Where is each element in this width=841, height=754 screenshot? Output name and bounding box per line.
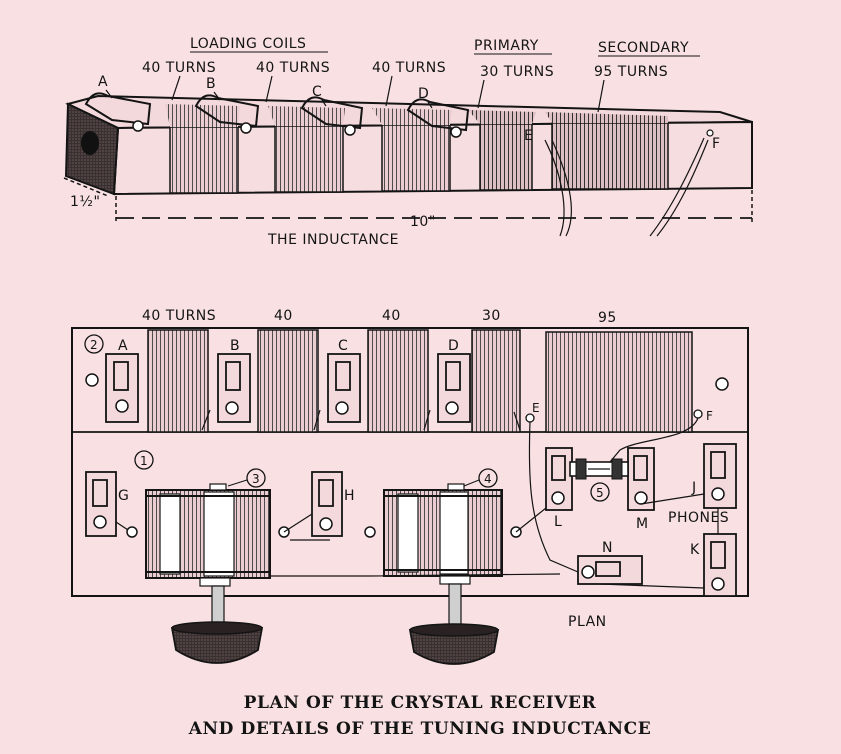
plan-coil-1-turns: 40 TURNS — [142, 308, 216, 324]
loading-coil-b-winding — [274, 125, 344, 193]
clip-d — [406, 98, 470, 138]
clip-c — [300, 96, 364, 136]
plan-label: PLAN — [568, 614, 607, 630]
terminal-f-post — [706, 129, 714, 137]
primary-turns: 30 TURNS — [480, 64, 554, 80]
condenser-2 — [364, 483, 522, 665]
clip-b-letter: B — [206, 76, 216, 92]
loading-coil-c-winding — [381, 124, 451, 192]
coil-a-turns: 40 TURNS — [142, 60, 216, 76]
caption-line-2: AND DETAILS OF THE TUNING INDUCTANCE — [188, 719, 652, 739]
terminal-k — [703, 533, 737, 597]
plan-coil-3 — [367, 329, 429, 433]
loading-coils-label: LOADING COILS — [190, 36, 306, 52]
marker-3: 3 — [227, 468, 266, 488]
plan-coil-primary — [471, 329, 521, 433]
svg-text:3: 3 — [252, 472, 260, 486]
coil-b-turns: 40 TURNS — [256, 60, 330, 76]
lead-f — [649, 137, 709, 237]
plan-coil-primary-turns: 30 — [482, 308, 501, 324]
winding-tops-b — [268, 106, 345, 126]
phones-label: PHONES — [668, 510, 729, 526]
clip-c-letter: C — [312, 84, 322, 100]
plan-drawing — [71, 327, 749, 665]
plan-coil-2 — [257, 329, 319, 433]
secondary-turns: 95 TURNS — [594, 64, 668, 80]
condenser-1 — [126, 483, 290, 664]
terminal-n-label: N — [602, 540, 613, 556]
mount-screw-left — [85, 373, 99, 387]
plan-coil-3-turns: 40 — [382, 308, 401, 324]
plan-coil-secondary — [545, 331, 693, 433]
winding-tops-s — [545, 112, 668, 123]
tap-f-post — [693, 409, 703, 419]
terminal-h — [311, 471, 343, 537]
svg-text:1: 1 — [140, 454, 148, 468]
clip-b — [194, 94, 260, 134]
plan-clip-d-letter: D — [448, 338, 459, 354]
mount-screw-right — [715, 377, 729, 391]
tap-e-post — [525, 413, 535, 423]
marker-1: 1 — [134, 450, 154, 470]
label-pointers — [105, 75, 605, 113]
clip-a-letter: A — [98, 74, 108, 90]
terminal-l — [545, 447, 573, 511]
plan-clip-d — [437, 353, 471, 423]
caption-line-1: PLAN OF THE CRYSTAL RECEIVER — [244, 693, 597, 713]
terminal-n — [577, 555, 643, 585]
winding-tops-c — [372, 108, 452, 125]
former-end-hole — [81, 131, 99, 155]
plan-clip-c — [327, 353, 361, 423]
primary-winding — [479, 123, 533, 191]
loading-coil-a-winding — [169, 126, 239, 194]
plan-clip-a — [105, 353, 139, 423]
terminal-g-label: G — [118, 488, 129, 504]
tap-e-label: E — [524, 128, 533, 144]
coil-c-turns: 40 TURNS — [372, 60, 446, 76]
svg-text:2: 2 — [90, 338, 98, 352]
plan-coil-2-turns: 40 — [274, 308, 293, 324]
plan-coil-secondary-turns: 95 — [598, 310, 617, 326]
plan-clip-a-letter: A — [118, 338, 128, 354]
terminal-m-label: M — [636, 516, 649, 532]
primary-label: PRIMARY — [474, 38, 539, 54]
inductance-drawing — [63, 92, 753, 237]
dim-length-label: 10" — [410, 214, 436, 230]
terminal-h-label: H — [344, 488, 355, 504]
clip-a — [84, 92, 152, 132]
plan-coil-1 — [147, 329, 209, 433]
terminal-m — [627, 447, 655, 511]
terminal-g — [85, 471, 117, 537]
terminal-l-label: L — [554, 514, 562, 530]
lead-e — [544, 139, 572, 237]
marker-5: 5 — [590, 482, 610, 502]
winding-tops-p — [468, 110, 536, 124]
dim-height-line — [63, 177, 109, 197]
plan-clip-b — [217, 353, 251, 423]
crystal-detector — [569, 458, 629, 480]
marker-4: 4 — [463, 468, 498, 488]
secondary-winding — [551, 122, 669, 190]
inductance-title: THE INDUCTANCE — [267, 232, 399, 248]
plan-clip-b-letter: B — [230, 338, 240, 354]
marker-2: 2 — [84, 334, 104, 354]
terminal-j — [703, 443, 737, 509]
plan-tap-e-label: E — [532, 401, 540, 415]
dim-height-label: 1½" — [70, 194, 100, 210]
clip-d-letter: D — [418, 86, 429, 102]
svg-text:5: 5 — [596, 486, 604, 500]
plan-clip-c-letter: C — [338, 338, 348, 354]
terminal-k-label: K — [690, 542, 700, 558]
svg-text:4: 4 — [484, 472, 492, 486]
secondary-label: SECONDARY — [598, 40, 689, 56]
tap-f-label: F — [712, 136, 721, 152]
plan-tap-f-label: F — [706, 409, 713, 423]
wiring — [115, 409, 719, 589]
terminal-j-label: J — [691, 480, 697, 496]
